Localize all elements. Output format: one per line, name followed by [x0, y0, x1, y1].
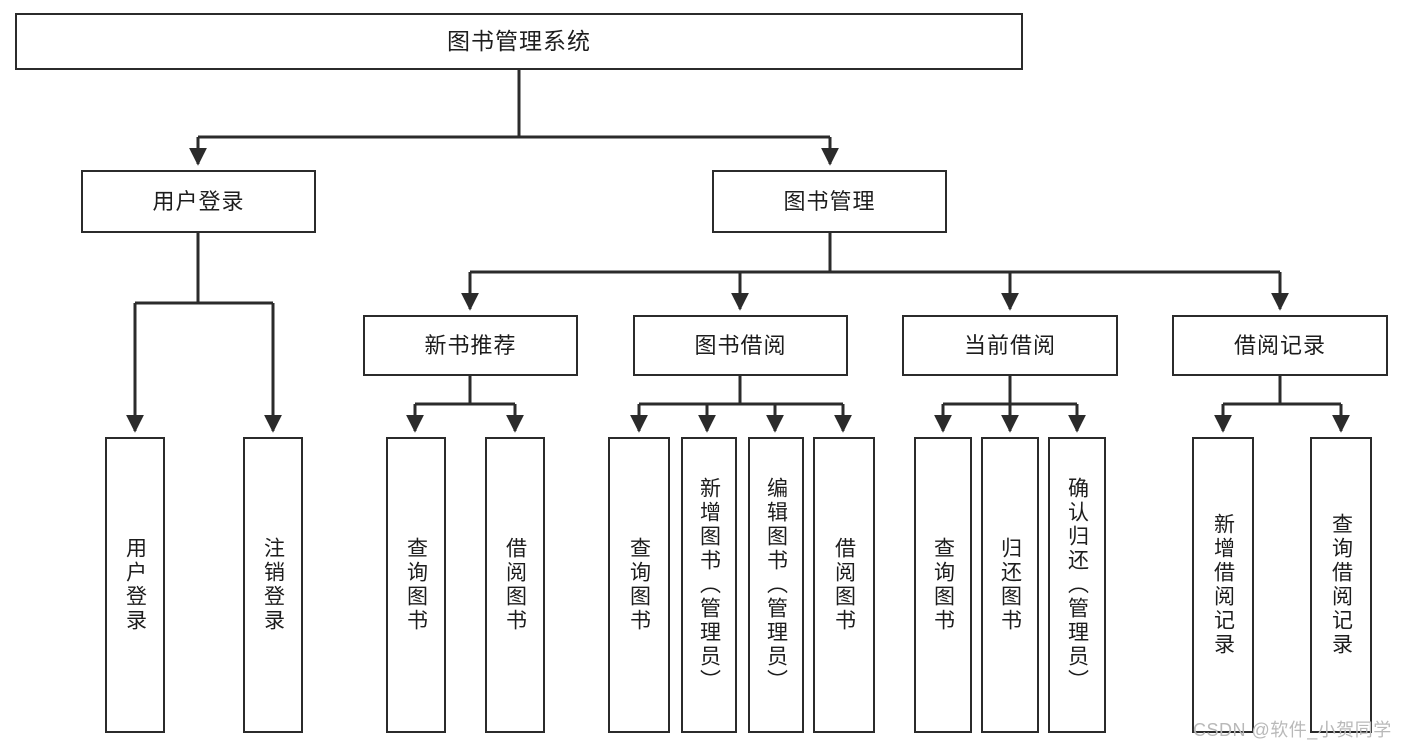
node-label: 查询图书 — [931, 537, 955, 633]
leaf-bb-edit-book-admin[interactable]: 编辑图书（管理员） — [748, 437, 804, 733]
leaf-cb-return-book[interactable]: 归还图书 — [981, 437, 1039, 733]
leaf-nb-borrow-book[interactable]: 借阅图书 — [485, 437, 545, 733]
node-label: 借阅图书 — [503, 537, 527, 633]
leaf-cb-query-book[interactable]: 查询图书 — [914, 437, 972, 733]
node-book-borrow[interactable]: 图书借阅 — [633, 315, 848, 376]
leaf-user-login[interactable]: 用户登录 — [105, 437, 165, 733]
node-label: 归还图书 — [998, 537, 1022, 633]
node-label: 图书管理 — [783, 188, 876, 214]
node-user-login[interactable]: 用户登录 — [81, 170, 316, 233]
node-label: 当前借阅 — [963, 332, 1056, 358]
node-label: 借阅图书 — [832, 537, 856, 633]
node-label: 确认归还（管理员） — [1065, 477, 1089, 693]
leaf-cb-confirm-return-admin[interactable]: 确认归还（管理员） — [1048, 437, 1106, 733]
node-borrow-record[interactable]: 借阅记录 — [1172, 315, 1388, 376]
node-label: 查询借阅记录 — [1329, 513, 1353, 657]
node-label: 新增借阅记录 — [1211, 513, 1235, 657]
node-label: 用户登录 — [152, 188, 245, 214]
node-current-borrow[interactable]: 当前借阅 — [902, 315, 1118, 376]
node-label: 新书推荐 — [424, 332, 517, 358]
node-label: 用户登录 — [123, 537, 147, 633]
node-root-system[interactable]: 图书管理系统 — [15, 13, 1023, 70]
leaf-br-add-record[interactable]: 新增借阅记录 — [1192, 437, 1254, 733]
leaf-br-query-record[interactable]: 查询借阅记录 — [1310, 437, 1372, 733]
leaf-bb-query-book[interactable]: 查询图书 — [608, 437, 670, 733]
leaf-bb-add-book-admin[interactable]: 新增图书（管理员） — [681, 437, 737, 733]
node-label: 图书管理系统 — [447, 27, 591, 54]
node-label: 图书借阅 — [694, 332, 787, 358]
node-label: 注销登录 — [261, 537, 285, 633]
node-label: 编辑图书（管理员） — [764, 477, 788, 693]
node-label: 新增图书（管理员） — [697, 477, 721, 693]
leaf-logout[interactable]: 注销登录 — [243, 437, 303, 733]
node-book-management[interactable]: 图书管理 — [712, 170, 947, 233]
node-label: 借阅记录 — [1233, 332, 1326, 358]
node-label: 查询图书 — [627, 537, 651, 633]
leaf-nb-query-book[interactable]: 查询图书 — [386, 437, 446, 733]
node-label: 查询图书 — [404, 537, 428, 633]
node-new-book-recommend[interactable]: 新书推荐 — [363, 315, 578, 376]
leaf-bb-borrow-book[interactable]: 借阅图书 — [813, 437, 875, 733]
